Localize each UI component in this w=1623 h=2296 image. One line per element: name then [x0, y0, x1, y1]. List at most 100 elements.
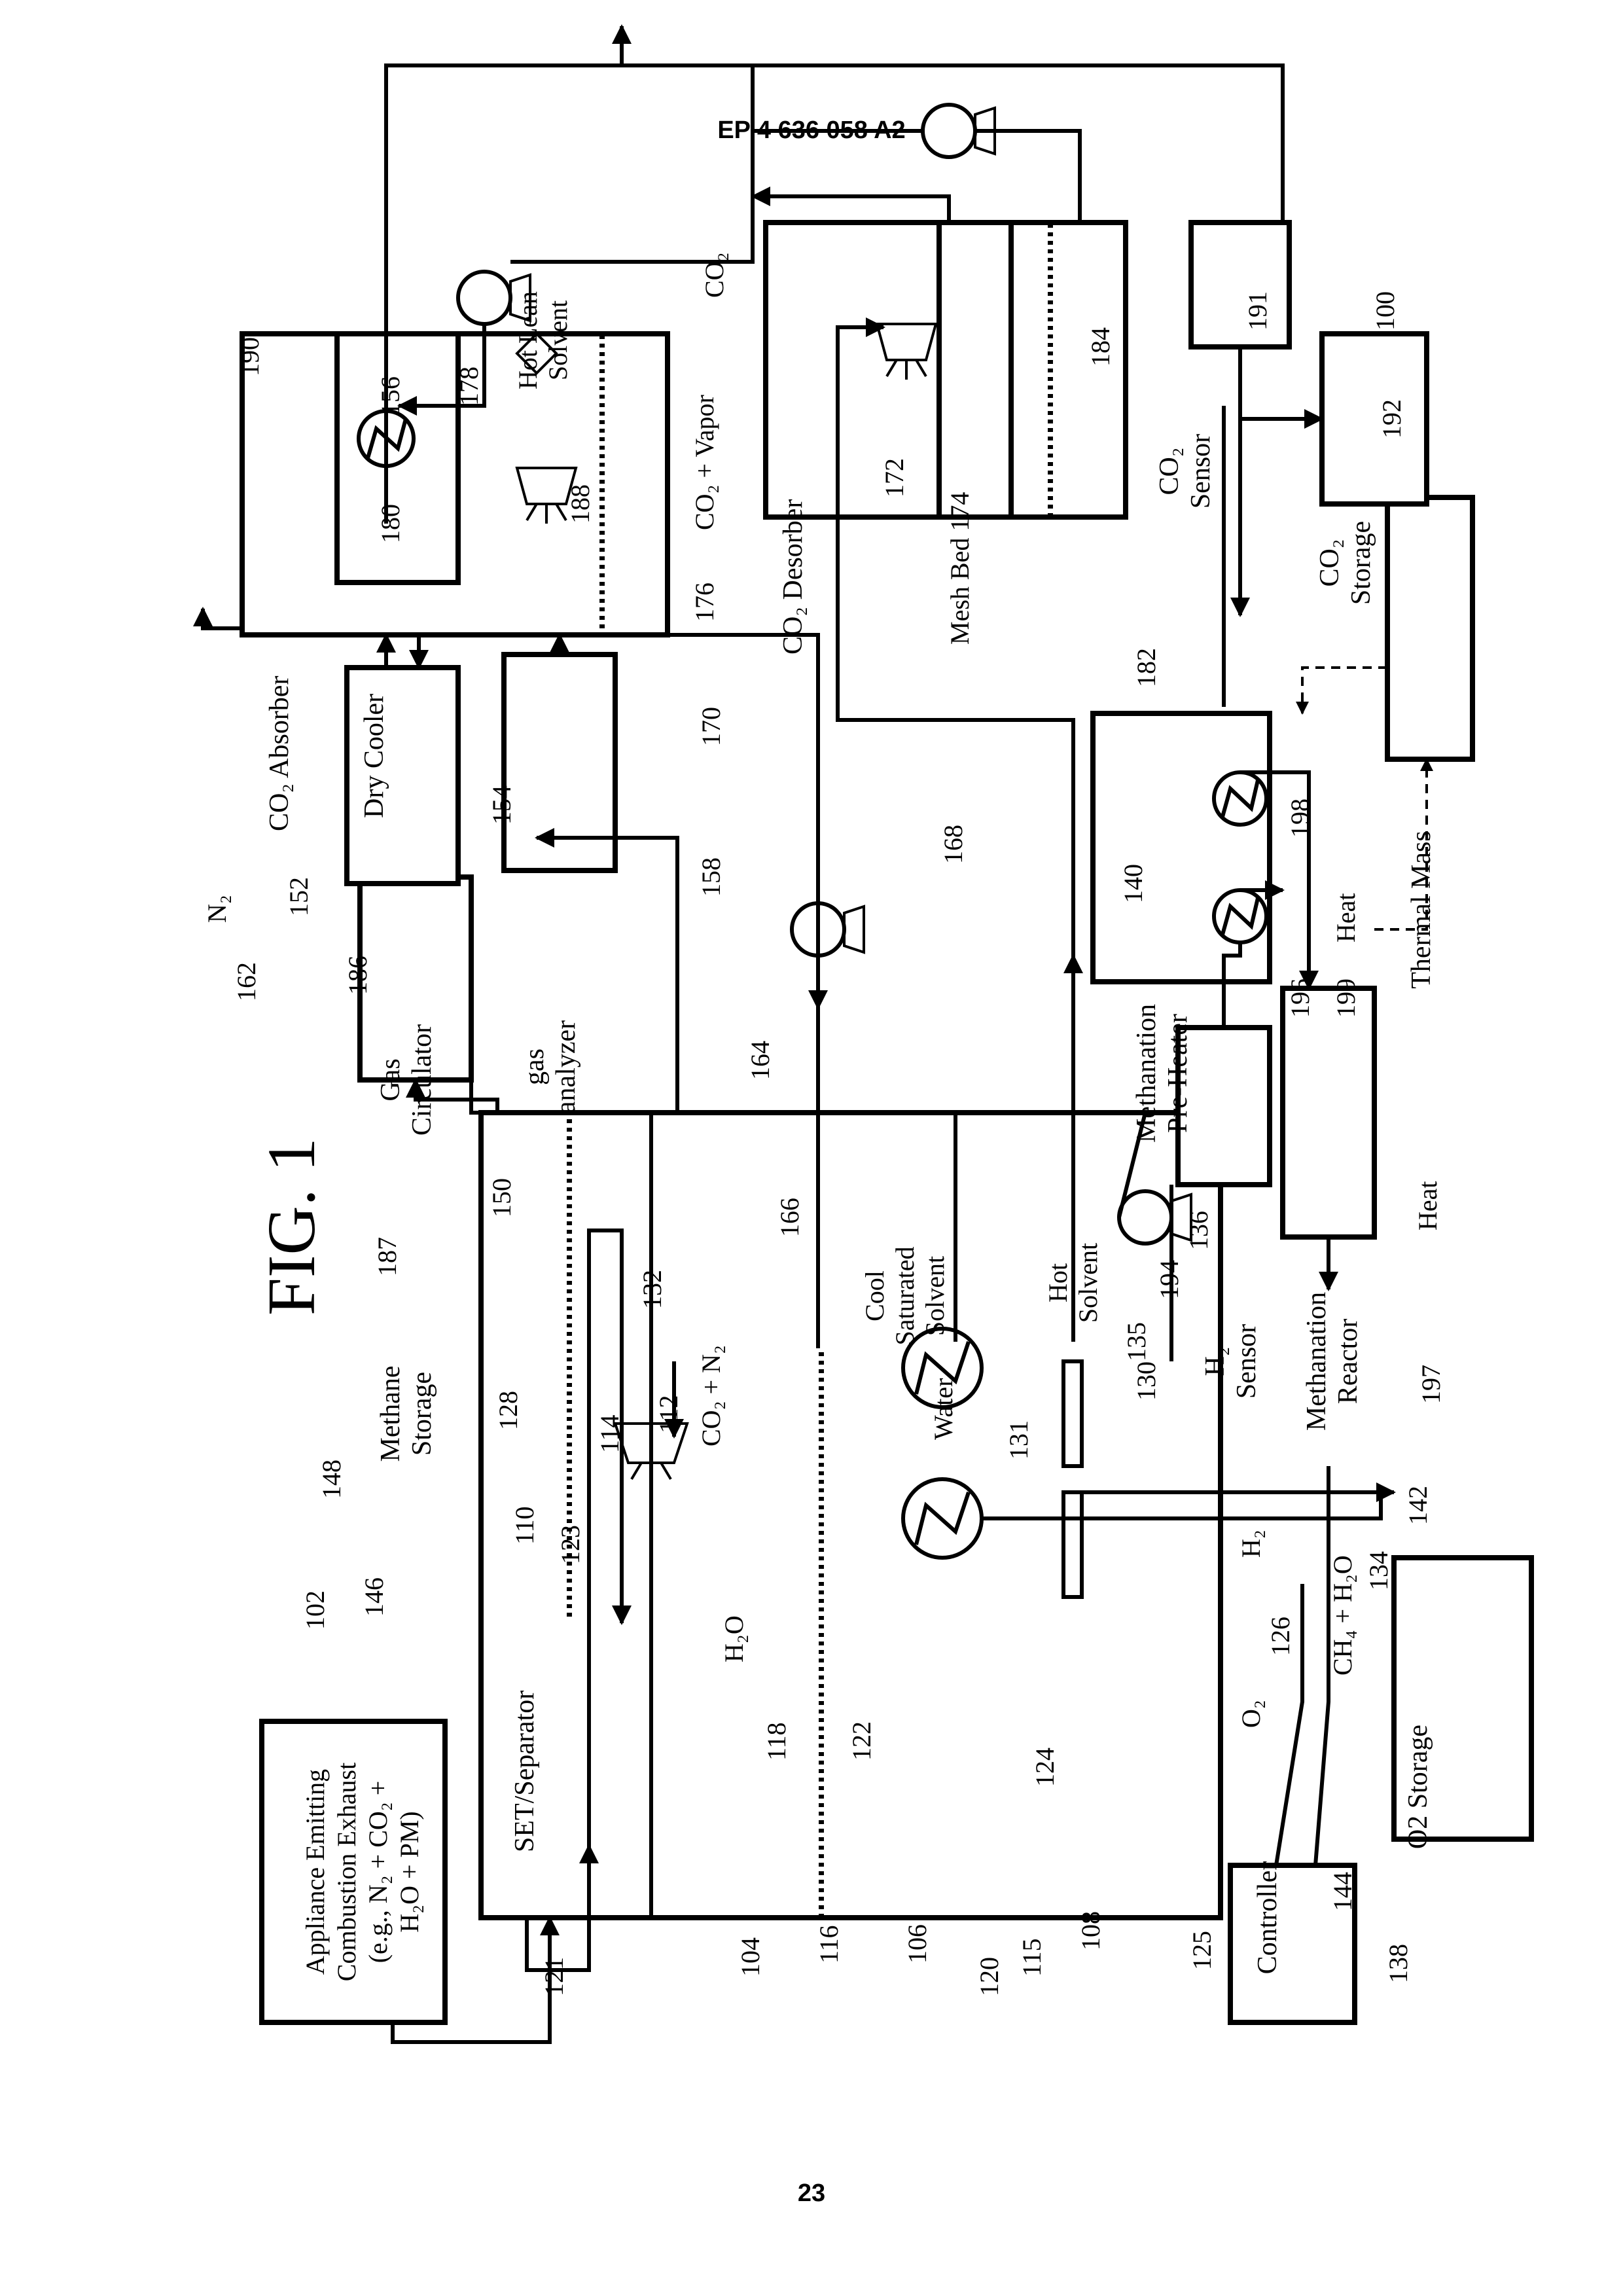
svg-text:128: 128 — [493, 1391, 523, 1430]
svg-text:analyzer: analyzer — [551, 1020, 581, 1113]
svg-text:Solvent: Solvent — [543, 300, 573, 380]
svg-text:166: 166 — [775, 1198, 804, 1237]
svg-text:168: 168 — [938, 825, 968, 864]
svg-text:121: 121 — [539, 1957, 569, 1996]
label-thermal-mass: Thermal Mass — [1406, 831, 1436, 988]
svg-text:Hot Lean: Hot Lean — [513, 291, 543, 389]
svg-text:152: 152 — [284, 877, 313, 916]
svg-text:191: 191 — [1243, 291, 1272, 331]
svg-text:188: 188 — [565, 484, 595, 524]
svg-text:158: 158 — [696, 857, 726, 897]
thermal-mass-box — [1387, 497, 1472, 759]
svg-text:142: 142 — [1403, 1486, 1433, 1525]
svg-text:187: 187 — [372, 1237, 402, 1276]
figure-title: FIG. 1 — [254, 1138, 329, 1316]
label-gas-analyzer: gas analyzer — [520, 1020, 581, 1113]
svg-text:134: 134 — [1364, 1551, 1393, 1590]
svg-text:170: 170 — [696, 707, 726, 746]
svg-text:Pre-Heater: Pre-Heater — [1163, 1014, 1193, 1133]
svg-text:122: 122 — [847, 1721, 876, 1761]
electrode-124 — [1063, 1492, 1082, 1597]
svg-text:100: 100 — [1370, 291, 1400, 331]
svg-text:186: 186 — [343, 956, 372, 995]
svg-text:Sensor: Sensor — [1186, 434, 1216, 509]
svg-text:CO₂: CO₂ — [1315, 539, 1345, 587]
methane-out-146 — [471, 1080, 497, 1113]
mesh-bed-box — [939, 223, 1011, 517]
stream-h2: H₂ — [1236, 1530, 1266, 1558]
stream-co2-vapor: CO₂ + Vapor — [690, 395, 719, 530]
stream-ch4-h2o: CH₄ + H₂O — [1328, 1555, 1357, 1676]
svg-text:gas: gas — [520, 1049, 550, 1085]
svg-text:Saturated: Saturated — [890, 1246, 919, 1345]
svg-text:130: 130 — [1132, 1361, 1161, 1401]
stream-water: Water — [929, 1378, 958, 1441]
svg-text:123: 123 — [556, 1525, 585, 1564]
svg-text:Appliance Emitting: Appliance Emitting — [300, 1769, 330, 1975]
svg-text:Solvent: Solvent — [920, 1256, 950, 1336]
svg-text:162: 162 — [232, 962, 261, 1001]
label-set-separator: SET/Separator — [510, 1691, 540, 1852]
svg-text:Cool: Cool — [860, 1270, 889, 1321]
svg-text:Storage: Storage — [1346, 521, 1376, 605]
svg-text:124: 124 — [1030, 1748, 1060, 1787]
svg-text:102: 102 — [300, 1590, 330, 1630]
stream-hot-lean-solvent: Hot Lean Solvent — [513, 291, 573, 389]
svg-text:199: 199 — [1331, 978, 1361, 1018]
svg-text:120: 120 — [974, 1957, 1004, 1996]
svg-text:106: 106 — [902, 1924, 932, 1964]
svg-text:CO₂: CO₂ — [1154, 448, 1185, 495]
svg-text:164: 164 — [745, 1041, 775, 1080]
svg-text:H₂O + PM): H₂O + PM) — [395, 1811, 424, 1932]
stream-o2: O₂ — [1236, 1700, 1266, 1728]
svg-text:135: 135 — [1122, 1322, 1151, 1361]
svg-text:Hot: Hot — [1043, 1263, 1073, 1302]
svg-text:Solvent: Solvent — [1073, 1243, 1103, 1323]
stream-h2o: H₂O — [719, 1615, 749, 1662]
svg-text:125: 125 — [1187, 1931, 1217, 1970]
svg-text:196: 196 — [1285, 978, 1315, 1018]
svg-text:116: 116 — [814, 1925, 844, 1964]
label-co2-desorber: CO₂ Desorber — [778, 499, 808, 655]
svg-text:192: 192 — [1377, 399, 1406, 439]
label-controller: Controller — [1253, 1861, 1283, 1975]
svg-text:132: 132 — [637, 1270, 667, 1309]
svg-text:146: 146 — [359, 1577, 389, 1617]
heat-199-line — [1302, 668, 1387, 713]
stream-n2: N₂ — [202, 895, 232, 923]
svg-text:108: 108 — [1076, 1911, 1105, 1950]
svg-text:178: 178 — [454, 367, 484, 406]
co2-vapor-176 — [753, 196, 949, 223]
co2-product-190 — [753, 65, 1283, 223]
dry-cooler-box — [337, 334, 458, 583]
svg-text:Circulator: Circulator — [407, 1024, 437, 1136]
svg-text:H₂: H₂ — [1200, 1347, 1230, 1376]
svg-text:182: 182 — [1132, 648, 1161, 687]
svg-text:197: 197 — [1416, 1365, 1446, 1404]
label-o2-storage: O2 Storage — [1403, 1725, 1433, 1849]
h2-to-preheater-136 — [1224, 942, 1240, 1028]
svg-text:148: 148 — [317, 1460, 346, 1499]
methanation-reactor-box — [1283, 988, 1374, 1237]
hot-lean-solvent-156 — [975, 131, 1080, 223]
pump-166 — [792, 903, 864, 956]
svg-text:140: 140 — [1118, 864, 1148, 903]
svg-text:115: 115 — [1017, 1938, 1046, 1977]
svg-text:198: 198 — [1285, 798, 1315, 838]
svg-text:118: 118 — [762, 1722, 791, 1761]
label-mesh-bed: Mesh Bed 174 — [945, 492, 974, 645]
label-dry-cooler: Dry Cooler — [359, 694, 389, 818]
svg-text:138: 138 — [1383, 1944, 1413, 1983]
set-separator-box — [481, 1113, 1221, 1918]
controller-wire-b — [1315, 1466, 1329, 1865]
stream-heat-b: Heat — [1413, 1181, 1442, 1230]
svg-text:112: 112 — [654, 1395, 683, 1433]
n2-out-162 — [203, 609, 242, 628]
svg-text:Combustion Exhaust: Combustion Exhaust — [332, 1763, 361, 1981]
svg-text:184: 184 — [1086, 327, 1115, 367]
svg-text:Gas: Gas — [376, 1058, 406, 1101]
svg-text:114: 114 — [595, 1414, 624, 1453]
stream-heat-a: Heat — [1331, 893, 1361, 942]
svg-text:156: 156 — [376, 376, 405, 416]
electrode-126 — [1063, 1361, 1082, 1466]
